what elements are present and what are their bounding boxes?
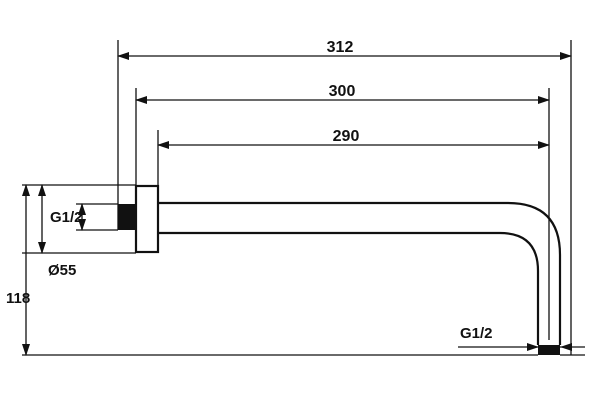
dimension-290-label: 290 <box>333 128 360 145</box>
dimension-outlet-thread: G1/2 <box>458 325 585 351</box>
dimension-300-label: 300 <box>329 83 356 100</box>
outlet-nut <box>538 345 560 355</box>
dimension-inlet-thread: G1/2 <box>50 203 86 231</box>
dimension-312: 312 <box>117 39 572 60</box>
dimension-118-label: 118 <box>6 290 30 307</box>
dimension-flange-diameter-label: Ø55 <box>48 262 76 279</box>
arm-tube <box>158 201 562 345</box>
dimension-118: 118 <box>6 184 30 356</box>
threaded-inlet <box>118 204 136 230</box>
wall-flange <box>134 184 160 254</box>
dimension-inlet-thread-label: G1/2 <box>50 209 83 226</box>
dimension-outlet-thread-label: G1/2 <box>460 325 493 342</box>
dimension-312-label: 312 <box>327 39 354 56</box>
dimension-300: 300 <box>135 83 550 104</box>
dimension-flange-diameter: Ø55 <box>38 184 76 279</box>
dimension-290: 290 <box>157 128 550 149</box>
extension-lines <box>22 40 585 356</box>
